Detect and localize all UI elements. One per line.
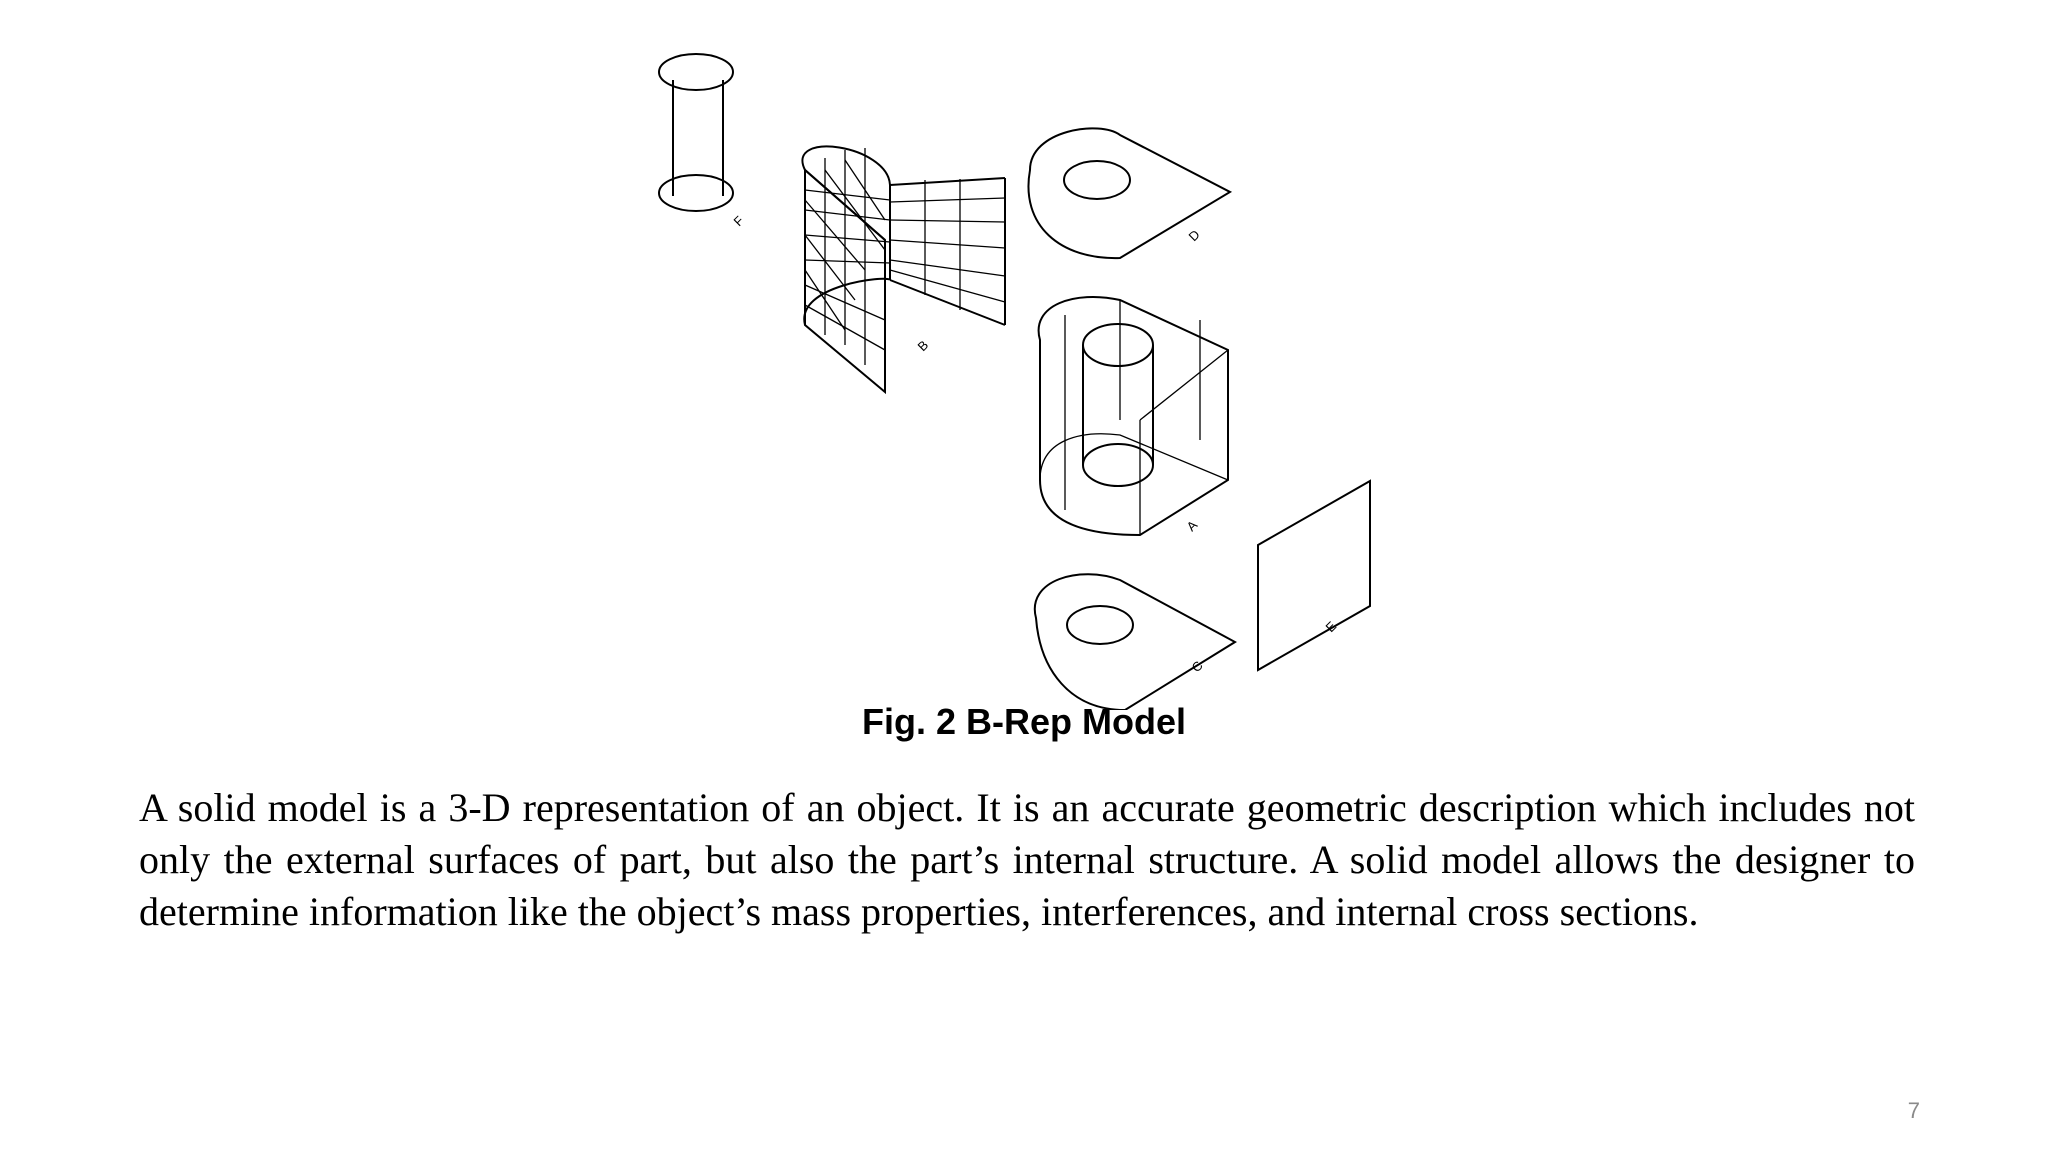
page-number: 7 <box>1907 1098 1920 1123</box>
part-c-face <box>1033 573 1237 710</box>
part-e-planar-face <box>1257 479 1371 672</box>
figure-caption: Fig. 2 B-Rep Model <box>862 701 1186 742</box>
body-paragraph: A solid model is a 3-D representation of… <box>139 785 1915 934</box>
b-rep-model-figure: F B D A C E <box>600 20 1440 710</box>
part-label-a: A <box>1184 517 1201 534</box>
part-label-d: D <box>1186 227 1203 244</box>
part-a-solid <box>1037 296 1229 537</box>
part-label-f: F <box>731 213 747 229</box>
part-f-cylinder <box>658 53 734 212</box>
part-label-c: C <box>1189 658 1206 675</box>
b-rep-drawing: F B D A C E <box>658 53 1371 710</box>
part-d-face <box>1027 127 1233 260</box>
part-b-curved-surface <box>801 145 1006 395</box>
part-label-b: B <box>915 337 932 354</box>
